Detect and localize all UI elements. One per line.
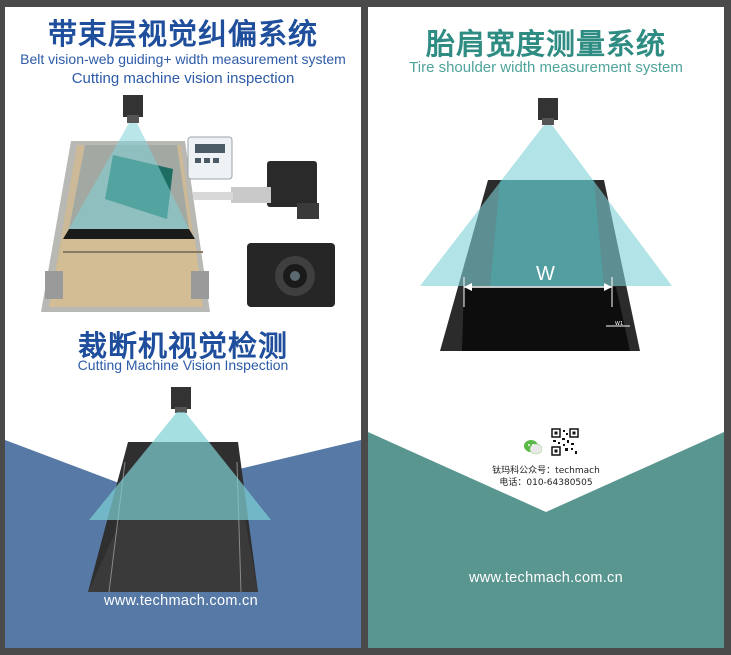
camera-icon	[538, 98, 558, 125]
website-url[interactable]: www.techmach.com.cn	[469, 570, 623, 586]
motor-actuator-icon	[193, 161, 319, 219]
tire-shoulder-title: 胎肩宽度测量系统	[425, 27, 666, 61]
wechat-icon[interactable]	[524, 439, 542, 455]
light-cone	[420, 125, 672, 286]
controller-box-icon	[187, 136, 233, 180]
light-cone	[89, 412, 271, 520]
website-url[interactable]: www.techmach.com.cn	[104, 593, 258, 609]
vision-camera-box-icon	[247, 243, 335, 307]
tire-shoulder-subtitle: Tire shoulder width measurement system	[409, 59, 683, 76]
cutting-machine-subtitle: Cutting Machine Vision Inspection	[77, 357, 289, 373]
camera-icon	[123, 95, 143, 123]
phone-text: 电话：010-64380505	[499, 478, 593, 488]
belt-guiding-title: 带束层视觉纠偏系统	[47, 17, 318, 51]
cutting-inspection-subtitle: Cutting machine vision inspection	[71, 70, 295, 87]
left-illustration	[5, 95, 361, 648]
wechat-account-text: 钛玛科公众号：techmach	[492, 466, 600, 476]
qr-code-icon[interactable]	[551, 428, 579, 456]
w1-label: W1	[615, 321, 624, 327]
right-panel: 胎肩宽度测量系统 Tire shoulder width measurement…	[368, 7, 724, 648]
belt-guiding-subtitle: Belt vision-web guiding+ width measureme…	[20, 51, 346, 67]
cutting-machine-title: 裁断机视觉检测	[77, 329, 288, 363]
teal-band	[368, 432, 724, 648]
left-panel: 带束层视觉纠偏系统 Belt vision-web guiding+ width…	[5, 7, 361, 648]
camera-icon	[171, 387, 191, 413]
light-cone	[69, 123, 189, 229]
width-label: W	[536, 263, 555, 285]
right-illustration	[368, 98, 724, 648]
